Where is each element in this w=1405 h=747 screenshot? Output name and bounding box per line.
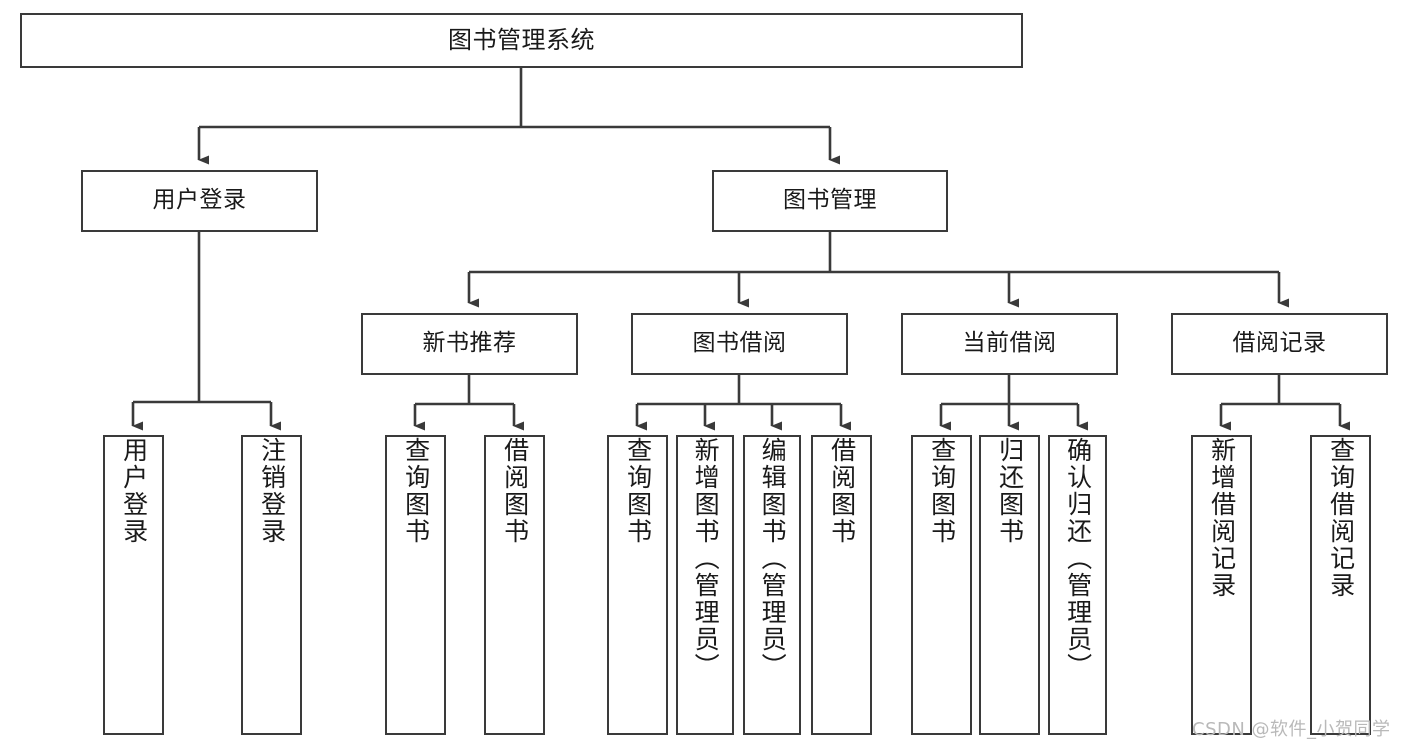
- node-leaf-query-book-current[interactable]: 查询图书: [911, 435, 972, 735]
- node-leaf-borrow-book-recommend[interactable]: 借阅图书: [484, 435, 545, 735]
- node-label: 借阅图书: [827, 437, 857, 545]
- node-label: 图书管理: [783, 187, 877, 214]
- node-label: 注销登录: [257, 437, 287, 545]
- node-label: 当前借阅: [962, 330, 1057, 357]
- node-current-borrow[interactable]: 当前借阅: [901, 313, 1118, 375]
- node-book-borrow[interactable]: 图书借阅: [631, 313, 848, 375]
- node-leaf-return-book[interactable]: 归还图书: [979, 435, 1040, 735]
- node-leaf-add-book-admin[interactable]: 新增图书（管理员）: [676, 435, 734, 735]
- node-label: 用户登录: [119, 437, 149, 545]
- node-leaf-confirm-return-admin[interactable]: 确认归还（管理员）: [1048, 435, 1107, 735]
- node-leaf-user-login[interactable]: 用户登录: [103, 435, 164, 735]
- node-label: 查询借阅记录: [1326, 437, 1356, 599]
- node-label: 新增图书（管理员）: [691, 437, 721, 680]
- node-leaf-query-book-borrow[interactable]: 查询图书: [607, 435, 668, 735]
- node-leaf-borrow-book[interactable]: 借阅图书: [811, 435, 872, 735]
- node-book-management[interactable]: 图书管理: [712, 170, 948, 232]
- node-label: 新书推荐: [422, 330, 517, 357]
- node-label: 借阅记录: [1232, 330, 1327, 357]
- node-label: 查询图书: [401, 437, 431, 545]
- node-label: 借阅图书: [500, 437, 530, 545]
- node-leaf-query-book-recommend[interactable]: 查询图书: [385, 435, 446, 735]
- node-root-system[interactable]: 图书管理系统: [20, 13, 1023, 68]
- node-new-book-recommend[interactable]: 新书推荐: [361, 313, 578, 375]
- node-user-login[interactable]: 用户登录: [81, 170, 318, 232]
- node-label: 归还图书: [995, 437, 1025, 545]
- node-leaf-add-borrow-record[interactable]: 新增借阅记录: [1191, 435, 1252, 735]
- node-label: 确认归还（管理员）: [1063, 437, 1093, 680]
- node-label: 图书借阅: [692, 330, 787, 357]
- node-label: 用户登录: [152, 187, 247, 214]
- watermark-text: CSDN @软件_小贺同学: [1192, 719, 1391, 740]
- node-label: 新增借阅记录: [1207, 437, 1237, 599]
- node-label: 图书管理系统: [448, 26, 595, 55]
- node-leaf-query-borrow-record[interactable]: 查询借阅记录: [1310, 435, 1371, 735]
- node-label: 编辑图书（管理员）: [758, 437, 788, 680]
- node-leaf-logout[interactable]: 注销登录: [241, 435, 302, 735]
- node-label: 查询图书: [623, 437, 653, 545]
- node-leaf-edit-book-admin[interactable]: 编辑图书（管理员）: [743, 435, 801, 735]
- node-borrow-record[interactable]: 借阅记录: [1171, 313, 1388, 375]
- node-label: 查询图书: [927, 437, 957, 545]
